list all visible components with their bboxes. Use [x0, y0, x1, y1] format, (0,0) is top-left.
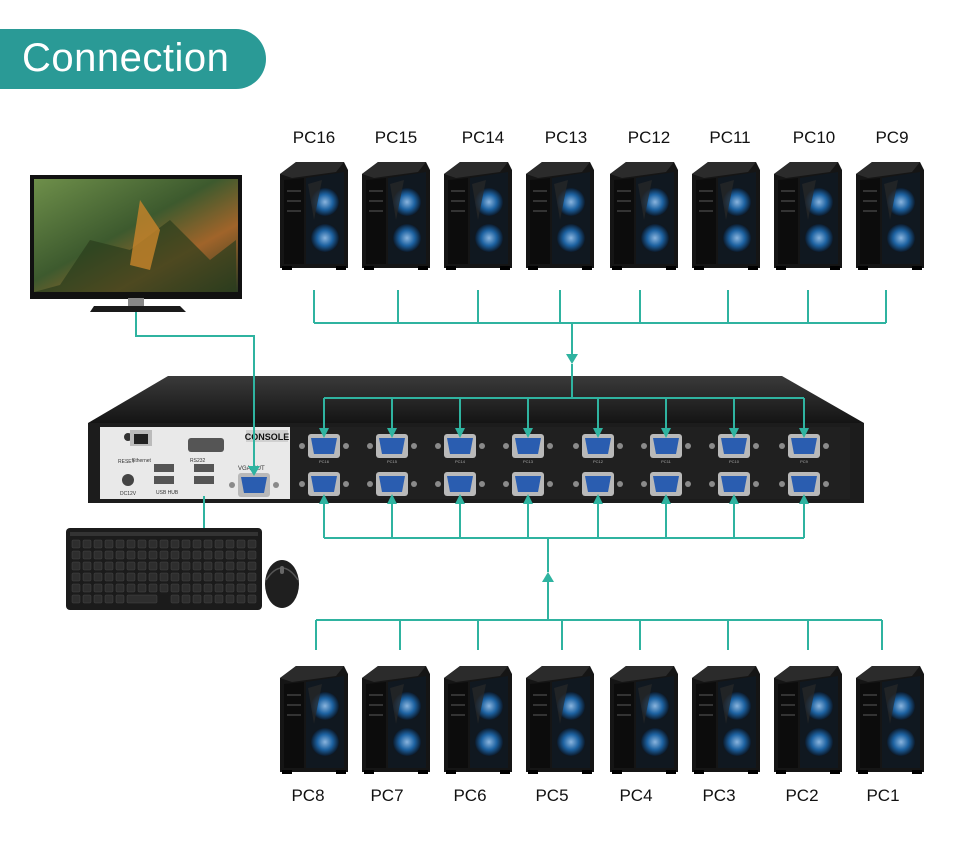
- page-title: Connection: [22, 36, 230, 80]
- pc-label: PC6: [453, 786, 487, 805]
- pc-tower-icon: [280, 666, 348, 774]
- pc-tower-icon: [856, 162, 924, 270]
- pc-tower-icon: [280, 162, 348, 270]
- kvm-switch-icon: CONSOLE RESET Ethernet RS232 DC12V USB H…: [88, 376, 864, 503]
- port-label: PC15: [387, 459, 398, 464]
- pc-tower-icon: [610, 666, 678, 774]
- pc-label: PC9: [875, 128, 909, 147]
- pc-label: PC11: [709, 128, 751, 147]
- pc-tower-icon: [362, 162, 430, 270]
- ethernet-label: Ethernet: [132, 458, 152, 464]
- pc-label: PC10: [792, 128, 836, 147]
- top-pc-row: [280, 162, 924, 270]
- pc-label: PC14: [461, 128, 505, 147]
- pc-tower-icon: [362, 666, 430, 774]
- pc-tower-icon: [444, 162, 512, 270]
- pc-label: PC5: [535, 786, 569, 805]
- pc-label: PC16: [292, 128, 336, 147]
- port-label: PC16: [319, 459, 330, 464]
- port-label: PC13: [523, 459, 534, 464]
- pc-label: PC15: [374, 128, 418, 147]
- port-label: PC14: [455, 459, 466, 464]
- monitor-icon: [30, 175, 242, 312]
- pc-label: PC7: [370, 786, 404, 805]
- title-banner: Connection: [0, 29, 266, 89]
- pc-tower-icon: [526, 666, 594, 774]
- pc-tower-icon: [774, 666, 842, 774]
- port-label: PC10: [729, 459, 740, 464]
- pc-label: PC1: [866, 786, 900, 805]
- bottom-pc-row: [280, 666, 924, 774]
- pc-label: PC2: [785, 786, 819, 805]
- pc-label: PC8: [291, 786, 325, 805]
- port-label: PC12: [593, 459, 604, 464]
- usb-hub-label: USB HUB: [156, 490, 179, 496]
- reset-label: RESET: [118, 459, 135, 465]
- pc-tower-icon: [692, 162, 760, 270]
- connection-lines: [135, 290, 887, 650]
- pc-tower-icon: [444, 666, 512, 774]
- pc-tower-icon: [526, 162, 594, 270]
- keyboard-icon: [66, 528, 262, 610]
- pc-tower-icon: [610, 162, 678, 270]
- pc-tower-icon: [856, 666, 924, 774]
- pc-tower-icon: [692, 666, 760, 774]
- port-label: PC9: [800, 459, 809, 464]
- dc12v-label: DC12V: [120, 491, 137, 497]
- pc-label: PC4: [619, 786, 653, 805]
- rs232-label: RS232: [190, 458, 206, 464]
- port-label: PC11: [661, 459, 671, 464]
- pc-label: PC13: [544, 128, 588, 147]
- cable: [135, 312, 255, 474]
- pc-tower-icon: [774, 162, 842, 270]
- pc-label: PC3: [702, 786, 736, 805]
- pc-label: PC12: [627, 128, 671, 147]
- console-label: CONSOLE: [245, 432, 290, 442]
- mouse-icon: [265, 560, 299, 608]
